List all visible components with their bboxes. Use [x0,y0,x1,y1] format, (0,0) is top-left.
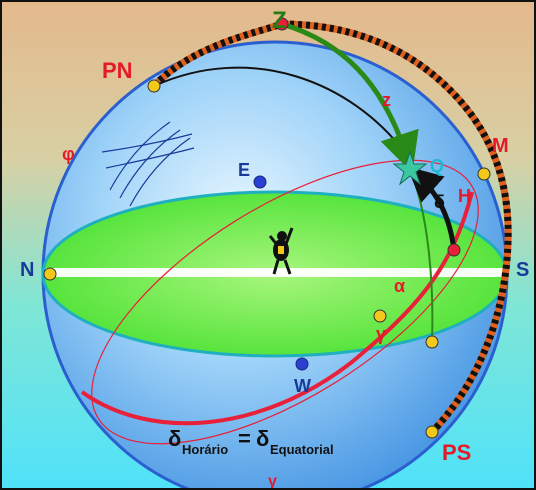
formula-equals: = [238,426,251,451]
label-declination: δ [434,192,445,212]
star-icon [392,150,428,186]
label-vernal-point: γ [376,324,386,344]
south-pole-point [425,425,439,439]
celestial-equator [80,191,474,426]
label-right-ascension: α [394,276,405,296]
meridian-point [477,167,491,181]
formula-sub-right: Equatorial [270,442,334,457]
label-vernal-point-bottom: γ [268,473,277,490]
north-point [43,267,57,281]
label-north-pole: PN [102,58,133,83]
label-west: W [294,376,311,396]
hour-circle [153,66,411,160]
vernal-point [373,309,387,323]
hour-angle-point [447,243,461,257]
meridian-hatching [101,121,195,207]
declination-arc [406,166,457,251]
label-meridian: M [492,135,509,157]
label-zenith: Z [272,7,287,34]
formula-delta-right: δ [256,426,269,451]
formula-delta-left: δ [168,426,181,451]
label-zenith-distance: z [382,90,391,110]
label-star: Q [430,156,444,176]
observer-figure [268,227,294,275]
west-point [295,357,309,371]
zenith-arc [281,21,419,173]
label-east: E [238,160,250,180]
formula-sub-left: Horário [182,442,228,457]
label-north: N [20,259,34,281]
label-south: S [516,259,529,281]
north-pole-point [147,79,161,93]
meridian-arc-dashes [151,20,512,435]
label-hour-angle: H [458,186,471,206]
horizon-point [425,335,439,349]
formula: δ Horário = δ Equatorial [168,426,334,457]
east-point [253,175,267,189]
equator-back [91,159,479,445]
label-latitude: φ [62,144,75,164]
label-south-pole: PS [442,440,471,465]
zenith-point [275,17,289,31]
